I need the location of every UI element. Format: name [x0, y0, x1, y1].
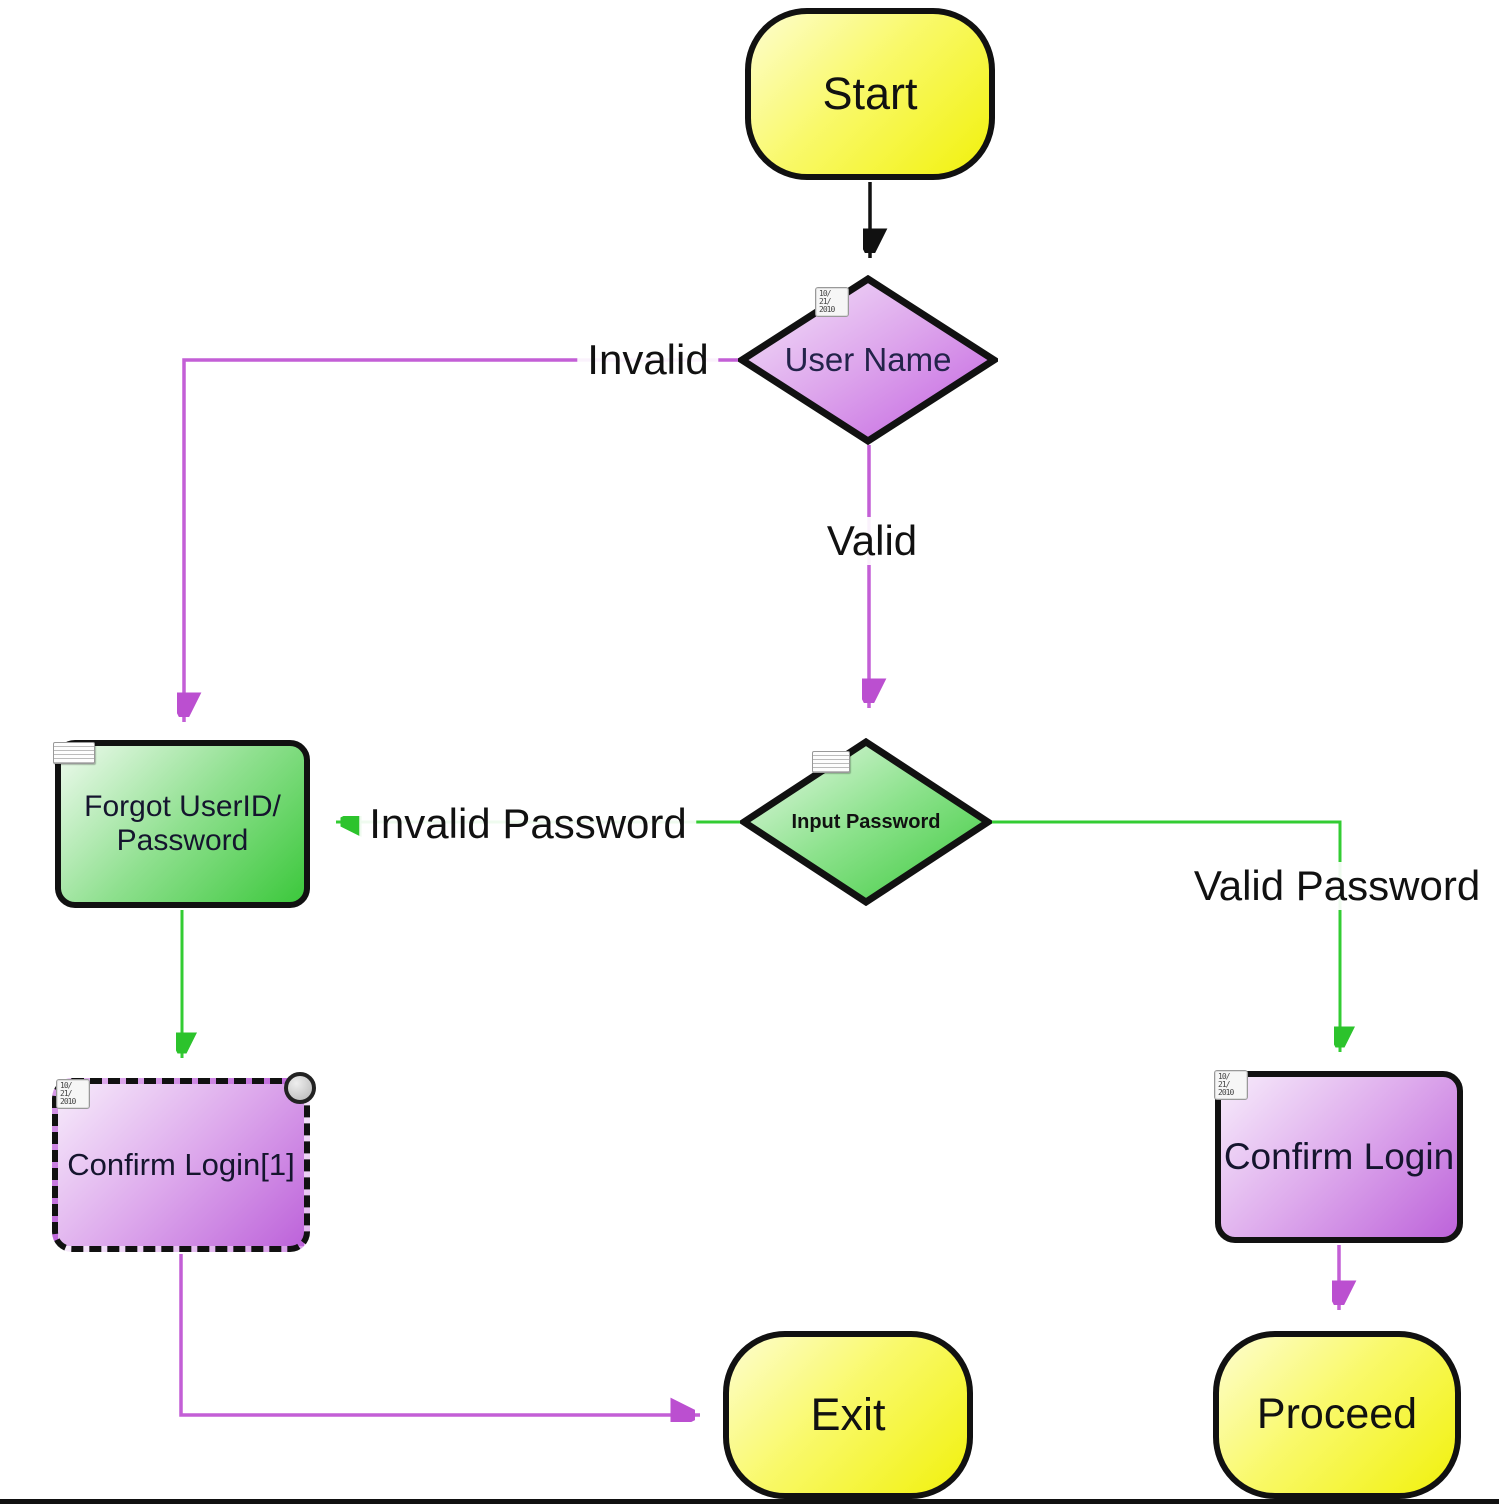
node-exit-label: Exit [810, 1389, 886, 1441]
edge-label-invalid: Invalid [577, 336, 719, 384]
process-forgot-userid-password[interactable]: Forgot UserID/ Password [53, 740, 310, 908]
decision-input-password[interactable]: Input Password [740, 738, 992, 906]
process-forgot-label: Forgot UserID/ Password [84, 789, 281, 858]
process-confirm-login-label: Confirm Login [1223, 1135, 1455, 1177]
bottom-border-rule [0, 1499, 1499, 1504]
process-confirm-login-1[interactable]: 10/ 21/ 2010 Confirm Login[1] [52, 1072, 316, 1252]
notes-icon [53, 742, 95, 764]
date-stamp-icon: 10/ 21/ 2010 [815, 287, 849, 317]
node-proceed-label: Proceed [1256, 1390, 1418, 1439]
decision-user-name[interactable]: 10/ 21/ 2010 User Name [738, 275, 998, 445]
date-stamp-icon: 10/ 21/ 2010 [1214, 1070, 1248, 1100]
edge-label-invalid-password: Invalid Password [359, 800, 697, 848]
edge-label-valid-password: Valid Password [1183, 862, 1491, 910]
edge-confirm1-to-exit [179, 1254, 700, 1415]
edge-user-name-invalid [184, 358, 740, 722]
edge-label-valid: Valid [816, 517, 928, 565]
node-start[interactable]: Start [745, 8, 995, 180]
date-stamp-icon: 10/ 21/ 2010 [56, 1079, 90, 1109]
notes-icon [812, 751, 850, 773]
edge-valid-password [992, 820, 1340, 1052]
diamond-shape [740, 738, 992, 906]
node-proceed[interactable]: Proceed [1213, 1331, 1461, 1499]
state-marker-circle [284, 1072, 316, 1104]
decision-user-name-label: User Name [784, 341, 952, 379]
diamond-shape [738, 275, 998, 445]
node-start-label: Start [822, 68, 918, 120]
node-exit[interactable]: Exit [723, 1331, 973, 1499]
decision-input-password-label: Input Password [791, 810, 941, 833]
process-confirm-login-1-label: Confirm Login[1] [67, 1147, 295, 1183]
process-confirm-login[interactable]: 10/ 21/ 2010 Confirm Login [1214, 1070, 1463, 1243]
